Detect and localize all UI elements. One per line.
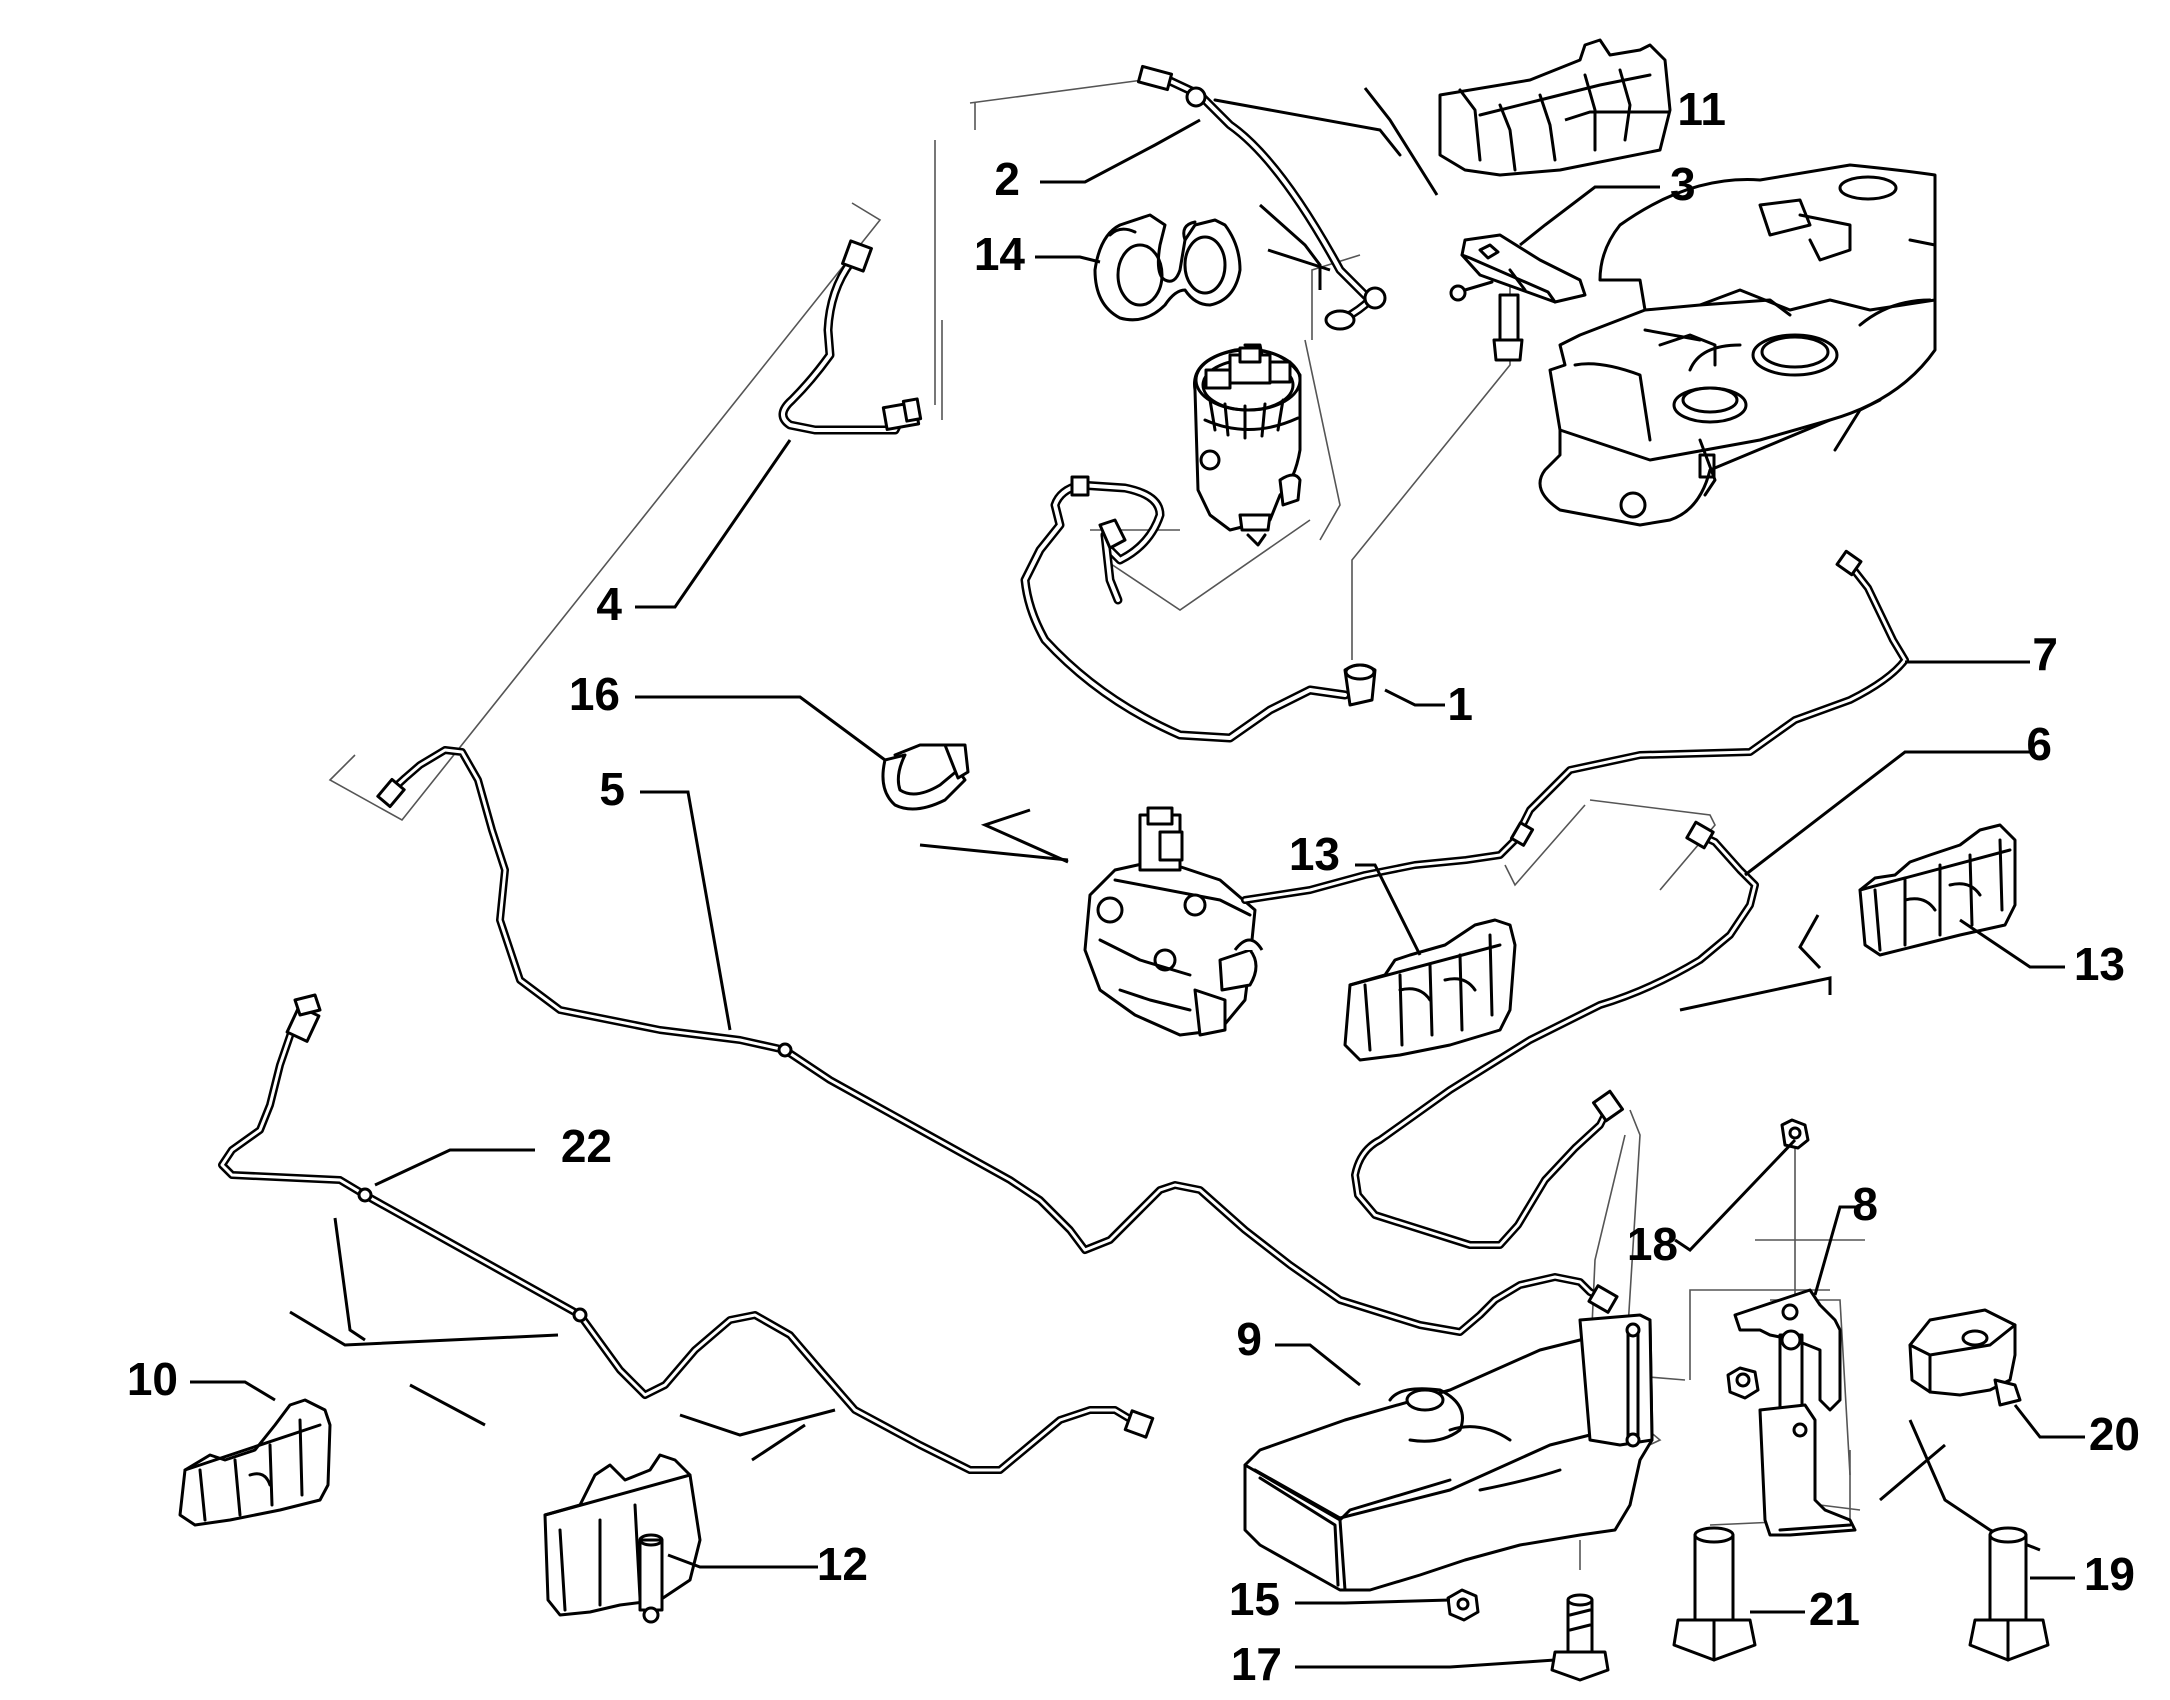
callout-part-22[interactable]: 22 (561, 1120, 612, 1172)
leader-line-part-5 (640, 790, 732, 1031)
clip-13b (1858, 823, 2017, 957)
pipe-7 (1241, 549, 1909, 904)
fuel-filter-housing (1193, 343, 1302, 547)
leader-line-part-3 (1519, 185, 1660, 247)
nut-15 (1446, 1588, 1480, 1622)
leader-line-part-22 (374, 1148, 535, 1187)
callout-part-5[interactable]: 5 (599, 763, 625, 815)
leader-line-part-11 (1564, 110, 1670, 122)
leader-line-part-1 (1384, 688, 1445, 707)
hose-1 (1020, 475, 1377, 743)
callout-part-17[interactable]: 17 (1231, 1638, 1282, 1690)
clip-10 (178, 1398, 332, 1527)
leader-line-part-20 (2013, 1404, 2085, 1439)
callout-part-18[interactable]: 18 (1627, 1218, 1678, 1270)
callout-part-4[interactable]: 4 (596, 578, 622, 630)
leader-line-part-10 (190, 1380, 276, 1402)
leader-line-part-14 (1035, 255, 1101, 264)
leader-line-part-12 (667, 1553, 818, 1569)
sensor-3 (1449, 233, 1587, 362)
callout-part-14[interactable]: 14 (974, 228, 1026, 280)
callout-part-11[interactable]: 11 (1677, 83, 1726, 135)
hose-2 (1136, 64, 1402, 331)
fuel-tank (1538, 163, 1937, 527)
callout-part-8[interactable]: 8 (1852, 1178, 1878, 1230)
callout-part-1[interactable]: 1 (1447, 678, 1473, 730)
callout-part-10[interactable]: 10 (127, 1353, 178, 1405)
leader-line-part-16 (635, 695, 886, 762)
leader-line-part-8 (1813, 1205, 1858, 1296)
air-duct-9 (1243, 1313, 1654, 1592)
section-markers (289, 87, 2041, 1552)
pipe-5 (376, 746, 1619, 1336)
callout-part-21[interactable]: 21 (1809, 1583, 1860, 1635)
callout-part-13b[interactable]: 13 (2074, 938, 2125, 990)
callout-part-7[interactable]: 7 (2032, 628, 2058, 680)
clip-nut-20 (1908, 1308, 2022, 1407)
pipe-22 (218, 993, 1155, 1474)
callout-part-2[interactable]: 2 (994, 153, 1020, 205)
callout-part-19[interactable]: 19 (2084, 1548, 2135, 1600)
callout-part-3[interactable]: 3 (1670, 158, 1696, 210)
callout-part-20[interactable]: 20 (2089, 1408, 2140, 1460)
injection-pump (1083, 806, 1264, 1037)
leader-line-part-17 (1295, 1658, 1556, 1669)
bolt-17 (1550, 1593, 1610, 1682)
callout-part-12[interactable]: 12 (817, 1538, 868, 1590)
leader-line-part-4 (635, 439, 792, 609)
clip-11 (1438, 38, 1672, 177)
bracket-8 (1733, 1288, 1857, 1537)
callout-part-13a[interactable]: 13 (1289, 828, 1340, 880)
callout-part-6[interactable]: 6 (2026, 718, 2052, 770)
leader-line-part-9 (1275, 1343, 1361, 1387)
clip-14 (1093, 213, 1242, 322)
clip-12 (543, 1453, 702, 1624)
bolt-19 (1968, 1526, 2050, 1662)
leader-line-part-18 (1674, 1138, 1797, 1252)
callout-part-16[interactable]: 16 (569, 668, 620, 720)
leader-line-part-6 (1744, 750, 2030, 877)
bolt-21 (1672, 1526, 1757, 1662)
clamp-16 (881, 743, 970, 811)
leader-line-part-13a (1355, 863, 1422, 956)
nut-18 (1726, 1118, 1810, 1400)
clip-13a (1343, 918, 1517, 1062)
leader-line-part-2 (1040, 118, 1201, 184)
pipe-6 (1351, 820, 1759, 1249)
leader-line-part-13b (1959, 918, 2065, 969)
callout-part-15[interactable]: 15 (1229, 1573, 1280, 1625)
callout-part-9[interactable]: 9 (1236, 1313, 1262, 1365)
leader-line-part-15 (1295, 1598, 1451, 1605)
hose-4 (778, 239, 923, 435)
